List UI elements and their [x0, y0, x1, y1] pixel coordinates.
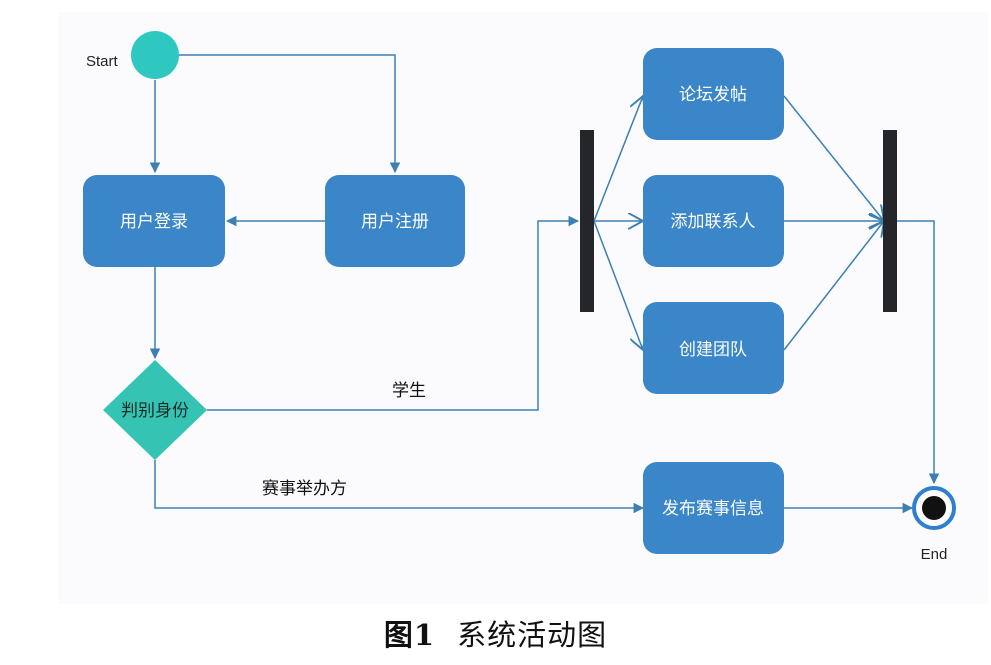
- edge-decision-to-publish: [154, 460, 645, 514]
- join-bar: [883, 130, 897, 312]
- decision-label: 判别身份: [121, 401, 189, 421]
- node-team-label: 创建团队: [679, 340, 747, 360]
- end-node: [912, 486, 956, 530]
- node-contacts-label: 添加联系人: [671, 212, 756, 232]
- end-label: End: [921, 546, 948, 563]
- edge-start-to-register: [178, 54, 401, 174]
- edge-join-to-end: [897, 220, 940, 485]
- node-publish: 发布赛事信息: [643, 462, 784, 554]
- diagram-canvas: [58, 12, 988, 604]
- start-label: Start: [86, 53, 119, 70]
- edge-forum-to-join: [783, 95, 884, 221]
- node-publish-label: 发布赛事信息: [662, 498, 764, 519]
- edge-fork-to-forum: [593, 96, 643, 222]
- figure-number: 图1: [383, 618, 436, 652]
- decision-node: 判别身份: [103, 360, 207, 460]
- node-forum-label: 论坛发帖: [679, 85, 747, 105]
- edge-label-organizer: 赛事举办方: [262, 478, 347, 499]
- node-register-label: 用户注册: [361, 212, 429, 232]
- node-team: 创建团队: [643, 302, 784, 394]
- figure-caption: 图1 系统活动图: [0, 612, 991, 654]
- node-register: 用户注册: [325, 175, 465, 267]
- node-forum: 论坛发帖: [643, 48, 784, 140]
- node-login: 用户登录: [83, 175, 225, 267]
- edge-fork-to-team: [593, 220, 643, 350]
- figure-title: 系统活动图: [457, 618, 608, 652]
- edge-decision-to-fork: [207, 215, 580, 411]
- start-node: [131, 31, 179, 79]
- edge-team-to-join: [783, 221, 884, 351]
- edge-label-student: 学生: [392, 381, 426, 401]
- fork-bar: [580, 130, 594, 312]
- node-login-label: 用户登录: [120, 212, 188, 232]
- node-contacts: 添加联系人: [643, 175, 784, 267]
